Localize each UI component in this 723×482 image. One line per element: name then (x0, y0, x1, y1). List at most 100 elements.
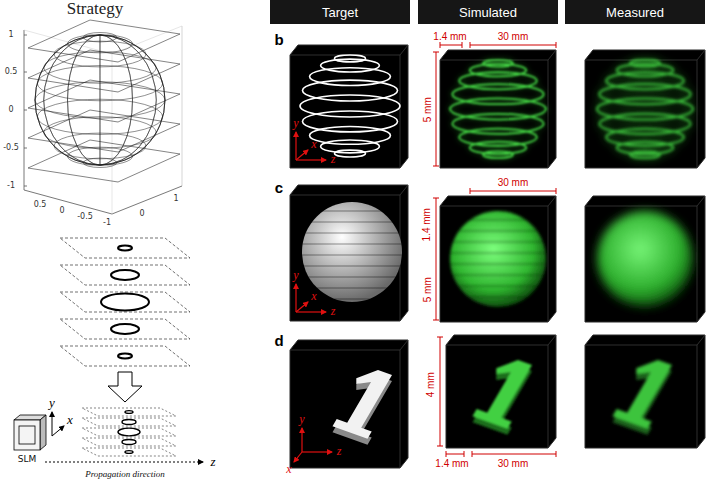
dimension-label: 5 mm (421, 98, 433, 123)
sphere-outline (35, 35, 165, 165)
dimension-tick (464, 451, 465, 457)
longitude-line (68, 35, 133, 165)
slice-plane (60, 319, 190, 339)
slice-plane (60, 346, 190, 366)
axis-label: y (49, 396, 55, 411)
box-edge (440, 206, 548, 322)
slice-plane (60, 292, 190, 312)
dimension-label: 1.4 mm (435, 458, 468, 470)
dimension-label: 5 mm (421, 278, 433, 303)
box-edge (400, 340, 408, 350)
sphere-band (302, 254, 402, 256)
box-edge (585, 60, 697, 168)
axis-arrow (52, 426, 64, 436)
slice-ring (125, 451, 133, 454)
sphere-band (302, 221, 402, 223)
axis-label: z (331, 305, 336, 319)
slice-plane (60, 238, 190, 258)
tick-label: 0.5 (5, 67, 18, 76)
ring (335, 150, 366, 157)
digit-top (609, 355, 683, 429)
box-edge (585, 345, 697, 448)
slice-plane (28, 50, 180, 92)
dimension-line (470, 45, 556, 46)
ring (599, 114, 690, 134)
dimension-line (440, 45, 462, 46)
tick-label: 1 (173, 194, 178, 203)
hollow-arrow (108, 372, 142, 402)
tick-label: -1 (103, 218, 111, 227)
dimension-line (436, 198, 437, 320)
sphere-band (450, 274, 546, 276)
tick-label: -0.5 (3, 143, 19, 152)
tick-label: 1 (8, 30, 13, 39)
sphere-band (302, 210, 402, 212)
tick-label: 0.5 (34, 200, 47, 209)
volume-box (440, 50, 556, 168)
slm-side (40, 415, 46, 450)
ring (470, 64, 526, 76)
tick-mark (24, 72, 27, 73)
axis-label: x (311, 138, 316, 152)
solid-sphere (597, 211, 693, 307)
box-edge (440, 60, 548, 168)
dimension-tick (437, 337, 443, 338)
volume-box (290, 340, 408, 468)
sphere-band (597, 252, 693, 254)
dimension-tick (470, 188, 471, 194)
slice-ring (101, 294, 149, 311)
ring (606, 129, 684, 146)
axis-arrow (296, 302, 308, 312)
axis-line (112, 186, 182, 214)
dimension-line (446, 454, 464, 455)
dimension-label: 1.4 mm (433, 31, 466, 43)
band-group (597, 220, 693, 297)
axis-label: x (67, 413, 73, 428)
ring-group (450, 60, 546, 158)
dimension-label: 30 mm (498, 31, 529, 43)
box-edge (585, 206, 697, 322)
slice-ring (111, 270, 139, 280)
ring (483, 151, 513, 158)
volume-box (585, 335, 705, 448)
slice-plane (82, 428, 176, 436)
axis-label: z (210, 455, 215, 470)
box-edge (697, 335, 705, 345)
box-edge (548, 335, 556, 345)
dimension-tick (433, 52, 439, 53)
box-edge (290, 55, 400, 168)
axis-line (24, 190, 112, 214)
axis-arrow (296, 159, 326, 160)
sphere-group (597, 211, 693, 307)
axis-arrow (302, 451, 332, 452)
dimension-tick (462, 42, 463, 48)
ring (630, 151, 660, 158)
slice-ring (122, 420, 136, 425)
band-group (450, 220, 546, 297)
tick-mark (24, 110, 27, 111)
sphere-group (450, 211, 546, 307)
sphere-band (302, 298, 402, 300)
column-header: Simulated (418, 0, 558, 24)
ring-group (597, 60, 693, 158)
dimension-label: 4 mm (424, 373, 436, 398)
ring (302, 111, 397, 132)
column-header: Measured (565, 0, 705, 24)
longitude-line (44, 35, 157, 165)
slice-plane (82, 418, 176, 426)
ring (321, 59, 380, 72)
slm-window (19, 426, 35, 444)
slice-plane (28, 80, 180, 122)
grid-line (182, 26, 183, 186)
volume-box (585, 50, 705, 168)
dimension-tick (437, 446, 443, 447)
ring (452, 114, 543, 134)
ring (452, 114, 543, 134)
tick-label: 0 (59, 206, 64, 215)
volume-box (446, 335, 556, 448)
slice-ring (118, 246, 132, 251)
axis-arrow (52, 412, 53, 436)
digit-top (329, 365, 403, 439)
dimension-label: 30 mm (498, 177, 529, 189)
